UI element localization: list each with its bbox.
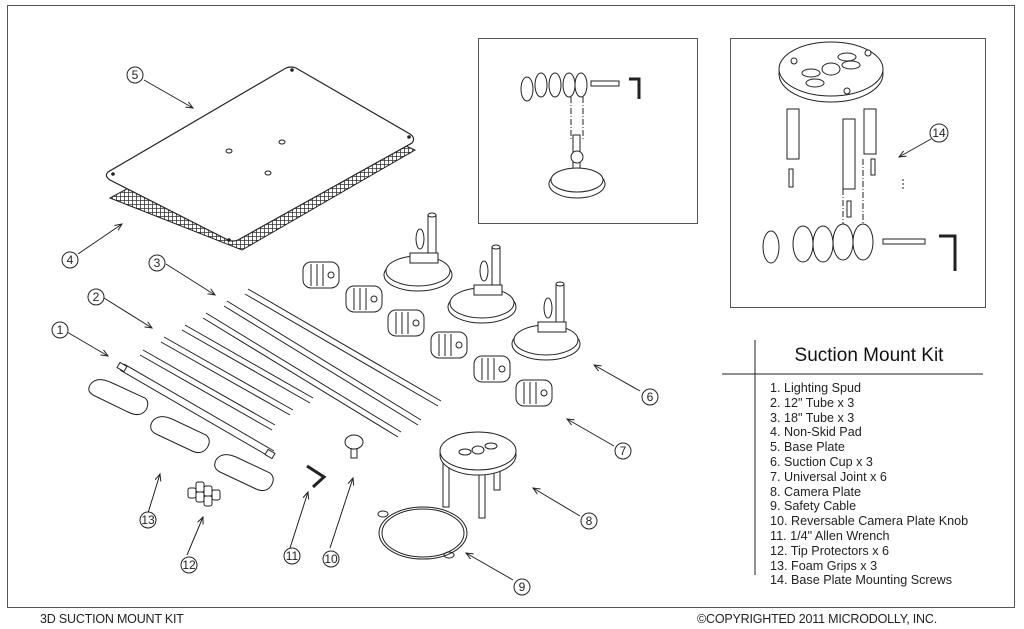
parts-list-item: 7. Universal Joint x 6 [770,469,887,484]
parts-list-item: 9. Safety Cable [770,499,857,514]
camera-plate-knob [344,434,364,459]
parts-list-item: 2. 12" Tube x 3 [770,395,855,410]
tubes-12-inch [139,324,314,431]
inset-suction-cup-assembly [478,38,698,224]
callout-14: 14 [932,126,946,140]
allen-wrench [306,464,327,489]
parts-list: 1. Lighting Spud 2. 12" Tube x 3 3. 18" … [770,381,968,588]
callout-markers [51,66,659,596]
callout-8: 8 [586,514,593,528]
parts-list-item: 3. 18" Tube x 3 [770,410,855,425]
base-plate [105,66,415,242]
parts-list-item: 8. Camera Plate [770,484,861,499]
callout-9: 9 [519,580,526,594]
legend-title: Suction Mount Kit [794,345,944,366]
parts-list-item: 6. Suction Cup x 3 [770,454,873,469]
parts-list-item: 4. Non-Skid Pad [770,425,862,440]
callout-3: 3 [154,256,161,270]
callout-13: 13 [141,513,155,527]
callout-5: 5 [132,68,139,82]
suction-cups [383,212,581,361]
callout-1: 1 [57,323,64,337]
parts-list-item: 13. Foam Grips x 3 [770,558,878,573]
callout-4: 4 [67,253,74,267]
parts-list-item: 10. Reversable Camera Plate Knob [770,514,969,529]
suction-cup-assembly-drawing [520,72,641,199]
callout-10: 10 [324,552,338,566]
callout-12: 12 [182,558,196,572]
safety-cable [377,506,468,560]
camera-plate [439,431,517,519]
callout-7: 7 [620,444,627,458]
universal-joints [302,261,553,407]
parts-list-item: 14. Base Plate Mounting Screws [770,573,953,588]
parts-list-item: 11. 1/4" Allen Wrench [770,528,890,543]
copyright-notice: ©COPYRIGHTED 2011 MICRODOLLY, INC. [697,612,937,626]
callout-2: 2 [93,290,100,304]
foam-grips [88,379,274,492]
lighting-spud [116,361,276,460]
callouts [66,79,641,581]
parts-list-item: 5. Base Plate [770,440,845,455]
document-title: 3D SUCTION MOUNT KIT [40,612,184,626]
camera-plate-assembly-drawing: 14 [762,41,957,271]
legend-rules [722,340,983,575]
parts-list-item: 12. Tip Protectors x 6 [770,543,889,558]
callout-6: 6 [647,390,654,404]
callout-11: 11 [286,549,299,563]
parts-list-item: 1. Lighting Spud [770,381,862,395]
drawing-border [7,5,1015,608]
tip-protectors [187,481,221,507]
inset-camera-plate-assembly: 14 [730,38,986,308]
tubes-18-inch [202,288,442,438]
